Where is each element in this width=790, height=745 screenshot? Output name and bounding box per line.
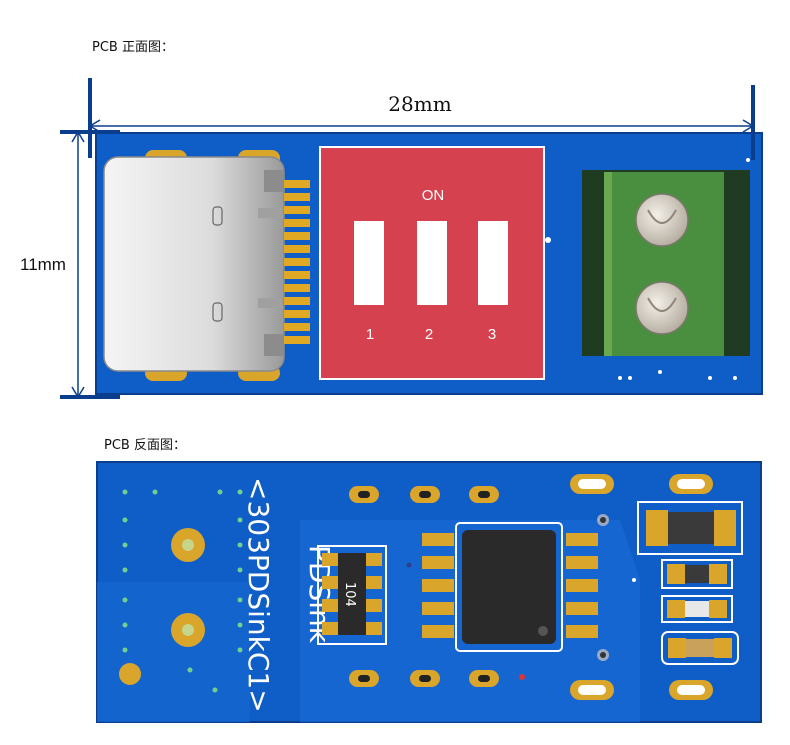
switch-lever-1 xyxy=(354,221,384,305)
front-vias xyxy=(545,158,750,380)
height-dimension-label: 11mm xyxy=(20,255,66,274)
front-pcb: ON 1 2 3 xyxy=(95,132,763,395)
front-view-caption: PCB 正面图： xyxy=(92,40,174,55)
back-pcb: PDSink <303PDSinkC1> 104 xyxy=(96,461,762,723)
dip-switch: ON 1 2 3 xyxy=(319,146,545,380)
usb-c-connector xyxy=(103,156,285,372)
switch-on-label: ON xyxy=(422,187,445,204)
switch-lever-3 xyxy=(478,221,508,305)
ic-chip xyxy=(422,522,598,652)
smd-components xyxy=(570,474,743,700)
switch-lever-2 xyxy=(417,221,447,305)
terminal-block xyxy=(582,170,750,356)
switch-position-3: 3 xyxy=(488,326,496,343)
dimension-markers xyxy=(60,78,755,399)
usb-pins xyxy=(284,180,310,344)
resistor-array-label: 104 xyxy=(342,582,357,607)
oval-pad-holes xyxy=(358,491,490,682)
switch-position-1: 1 xyxy=(366,326,374,343)
mount-pad xyxy=(119,663,141,685)
terminal-screw-1 xyxy=(635,193,689,247)
terminal-screw-2 xyxy=(635,281,689,335)
back-vias xyxy=(406,514,636,680)
switch-position-2: 2 xyxy=(425,326,433,343)
back-view-caption: PCB 反面图： xyxy=(104,438,186,453)
width-dimension-label: 28mm xyxy=(388,92,451,116)
left-vias xyxy=(122,489,243,693)
part-number-silk: <303PDSinkC1> xyxy=(242,477,275,713)
resistor-array: 104 xyxy=(317,545,387,645)
